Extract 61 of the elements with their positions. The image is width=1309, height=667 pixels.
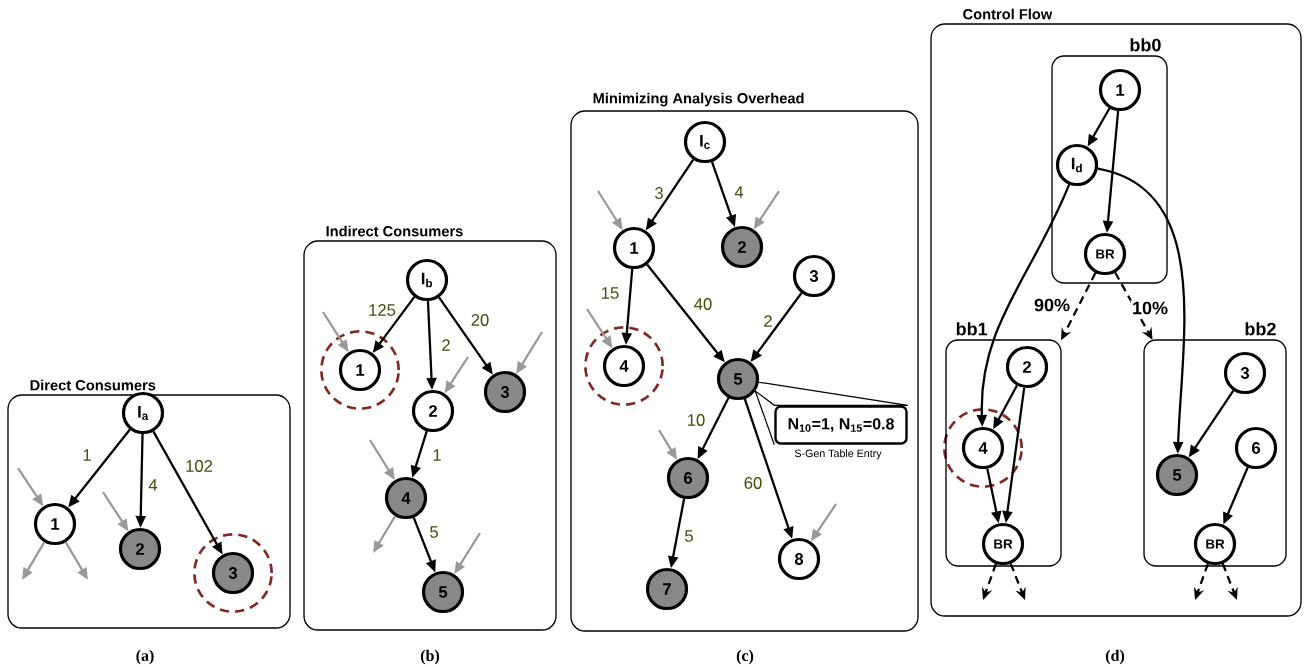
panel-title: Control Flow: [963, 8, 1053, 20]
edge-label: 10%: [1130, 300, 1170, 316]
edge-label: 1: [81, 447, 93, 463]
circle-node: 8: [777, 537, 821, 581]
edge-label: 2: [762, 313, 774, 329]
panel-title: bb2: [1245, 322, 1276, 336]
circle-node: 5: [1155, 453, 1199, 497]
circle-node: 6: [1234, 426, 1278, 470]
edge-label: 125: [366, 302, 398, 318]
edge-label: 5: [428, 524, 440, 540]
edge-label: 3: [653, 185, 665, 201]
callout-line: [754, 381, 909, 446]
circle-node: 3: [792, 254, 836, 298]
circle-node: 4: [961, 426, 1005, 470]
circle-node: 7: [645, 567, 689, 611]
caption: (c): [736, 649, 754, 665]
panel-title: bb1: [956, 322, 988, 336]
circle-node: I$_{b}$: [405, 258, 449, 302]
edge-label: 4: [147, 477, 159, 493]
caption: (a): [136, 649, 154, 665]
circle-node: 2: [118, 527, 162, 571]
circle-node: BR: [1193, 522, 1237, 566]
circle-node: 1: [1098, 68, 1142, 112]
edge-label: 60: [742, 475, 764, 491]
edge-label: 20: [469, 312, 491, 328]
edge-label: 90%: [1032, 297, 1072, 313]
edge-label: 15: [599, 285, 621, 301]
edge-label: 5: [683, 528, 695, 544]
edge-label: 102: [183, 458, 215, 474]
edge-label: 4: [733, 184, 745, 200]
circle-node: 1: [612, 226, 656, 270]
circle-node: I$_{d}$: [1055, 143, 1099, 187]
panel-title: Indirect Consumers: [326, 225, 463, 237]
circle-node: 3: [211, 551, 255, 595]
panel-title: Minimizing Analysis Overhead: [593, 92, 804, 107]
circle-node: 3: [483, 370, 527, 414]
box-caption: S-Gen Table Entry: [794, 449, 882, 460]
circle-node: BR: [1083, 232, 1127, 276]
panel-title: Direct Consumers: [30, 379, 156, 391]
circle-node: 1: [338, 348, 382, 392]
circle-node: 2: [720, 225, 764, 269]
circle-node: 5: [421, 570, 465, 614]
circle-node: 4: [384, 476, 428, 520]
edge-label: 10: [685, 412, 707, 428]
panel-title: bb0: [1130, 38, 1161, 52]
circle-node: 6: [666, 456, 710, 500]
caption: (d): [1105, 649, 1125, 665]
circle-node: I$_{c}$: [683, 120, 727, 164]
circle-node: 4: [602, 344, 646, 388]
table-entry-box: N$_{10}$=1, N$_{15}$=0.8: [774, 405, 908, 445]
edge-label: 40: [692, 296, 714, 312]
edge-label: 2: [440, 337, 452, 353]
circle-node: 2: [1005, 345, 1049, 389]
circle-node: 2: [411, 389, 455, 433]
edge-label: 1: [431, 447, 443, 463]
circle-node: I$_{a}$: [121, 391, 165, 435]
circle-node: 1: [33, 502, 77, 546]
circle-node: BR: [981, 522, 1025, 566]
circle-node: 5: [716, 357, 760, 401]
circle-node: 3: [1223, 351, 1267, 395]
caption: (b): [420, 649, 440, 665]
